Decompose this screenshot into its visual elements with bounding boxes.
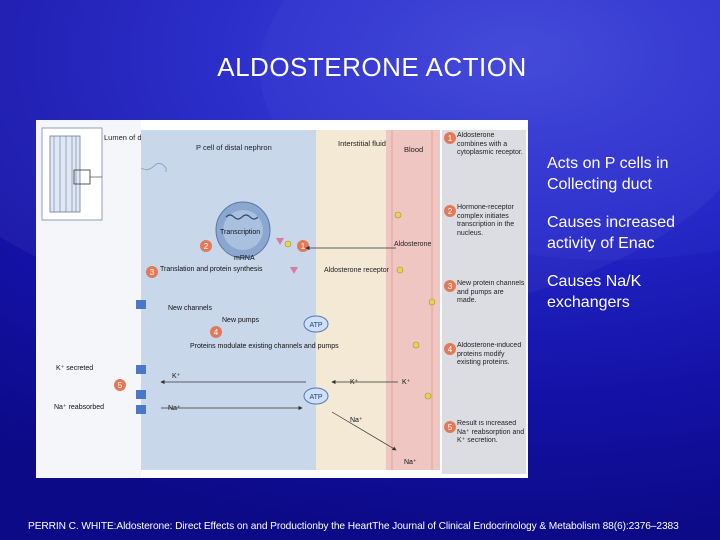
slide-title: ALDOSTERONE ACTION bbox=[217, 52, 527, 82]
step-text-box: New protein channels and pumps are made. bbox=[457, 280, 525, 304]
bullet-item: Causes Na/K exchangers bbox=[547, 273, 642, 311]
aldosterone-diagram: Lumen of distal tubule P cell of distal … bbox=[36, 120, 528, 478]
step-num: 3 bbox=[448, 282, 453, 291]
na-reabsorbed-label: Na⁺ reabsorbed bbox=[54, 404, 104, 411]
blood-label: Blood bbox=[404, 145, 423, 154]
interstitial-label: Interstitial fluid bbox=[338, 139, 386, 148]
step-num: 4 bbox=[448, 345, 453, 354]
bullet-item: Causes increased activity of Enac bbox=[547, 214, 676, 252]
receptor-icon bbox=[290, 267, 298, 274]
figure-step-num: 5 bbox=[118, 381, 123, 390]
step-text: Result is increased Na⁺ reabsorption and… bbox=[457, 420, 525, 444]
figure-step-num: 1 bbox=[301, 242, 306, 251]
receptor-icon bbox=[276, 238, 284, 245]
step-text-box: Aldosterone-induced proteins modify exis… bbox=[457, 342, 522, 366]
channel-icon bbox=[136, 405, 146, 414]
step-num: 1 bbox=[448, 134, 453, 143]
step-badge bbox=[444, 343, 456, 355]
aldosterone-molecule-icon bbox=[396, 266, 404, 274]
atp-bottom-label: ATP bbox=[309, 394, 322, 401]
figure-step-num: 3 bbox=[150, 268, 155, 277]
step-text: Aldosterone-induced proteins modify exis… bbox=[457, 342, 522, 366]
apical-channels bbox=[136, 300, 146, 414]
nucleus-inner bbox=[223, 210, 263, 250]
bullet-list: Acts on P cells in Collecting duct Cause… bbox=[547, 153, 717, 330]
atp-pump-icon bbox=[303, 387, 329, 405]
new-pumps-label: New pumps bbox=[222, 317, 259, 324]
aldosterone-receptor-label: Aldosterone receptor bbox=[324, 267, 390, 274]
atp-top-label: ATP bbox=[309, 322, 322, 329]
step-text-box: Result is increased Na⁺ reabsorption and… bbox=[457, 420, 525, 444]
figure-step-badge bbox=[146, 266, 158, 278]
step-text-box: Aldosterone combines with a cytoplasmic … bbox=[457, 132, 523, 156]
channel-icon bbox=[136, 390, 146, 399]
step-badge bbox=[444, 421, 456, 433]
step-badge bbox=[444, 132, 456, 144]
lumen-label-text: Lumen of distal tubule bbox=[104, 133, 177, 142]
transcription-label: Transcription bbox=[220, 229, 260, 236]
citation-footer: PERRIN C. WHITE:Aldosterone: Direct Effe… bbox=[28, 521, 679, 532]
step-list: 1 Aldosterone combines with a cytoplasmi… bbox=[444, 132, 525, 444]
na-interstitial-label: Na⁺ bbox=[350, 417, 363, 424]
figure-step-badge bbox=[200, 240, 212, 252]
k-blood-label: K⁺ bbox=[402, 379, 411, 386]
step-text: Aldosterone combines with a cytoplasmic … bbox=[457, 132, 523, 156]
k-interstitial-label: K⁺ bbox=[350, 379, 359, 386]
figure-step-num: 2 bbox=[204, 242, 209, 251]
step-num: 5 bbox=[448, 423, 453, 432]
aldosterone-label: Aldosterone bbox=[394, 241, 431, 248]
step-badge bbox=[444, 205, 456, 217]
channel-icon bbox=[136, 365, 146, 374]
na-cell-label: Na⁺ bbox=[168, 405, 181, 412]
mrna-label: mRNA bbox=[234, 255, 255, 262]
translation-label: Translation and protein synthesis bbox=[160, 266, 263, 273]
interstitial-region bbox=[316, 130, 386, 470]
figure-step-badge bbox=[114, 379, 126, 391]
aldosterone-molecule-icon bbox=[412, 341, 420, 349]
diagram-svg: Lumen of distal tubule P cell of distal … bbox=[36, 120, 526, 478]
atp-pump-icon bbox=[303, 315, 329, 333]
tubule-inset-icon bbox=[41, 127, 103, 221]
aldosterone-molecule-icon bbox=[394, 211, 402, 219]
figure-step-num: 4 bbox=[214, 328, 219, 337]
channel-icon bbox=[136, 300, 146, 309]
figure-step-badge bbox=[210, 326, 222, 338]
aldosterone-molecule-icon bbox=[424, 392, 432, 400]
translation-label-text: Translation and protein synthesis bbox=[160, 266, 263, 273]
new-channels-label: New channels bbox=[168, 305, 212, 312]
dna-strand-icon bbox=[225, 214, 259, 220]
step-badge bbox=[444, 280, 456, 292]
na-blood-label: Na⁺ bbox=[404, 459, 417, 466]
modulate-label: Proteins modulate existing channels and … bbox=[190, 343, 339, 350]
steps-panel bbox=[442, 130, 526, 474]
step-text: New protein channels and pumps are made. bbox=[457, 280, 525, 304]
k-secreted-label: K⁺ secreted bbox=[56, 365, 93, 372]
p-cell-label: P cell of distal nephron bbox=[196, 143, 272, 152]
bullet-item: Acts on P cells in Collecting duct bbox=[547, 155, 669, 193]
lumen-label: Lumen of distal tubule bbox=[104, 133, 177, 142]
step-text: Hormone-receptor complex initiates trans… bbox=[457, 204, 515, 237]
k-cell-label: K⁺ bbox=[172, 373, 181, 380]
aldosterone-molecule-icon bbox=[428, 298, 436, 306]
figure-step-badges: 2 1 3 4 5 bbox=[114, 240, 309, 391]
step-num: 2 bbox=[448, 207, 453, 216]
aldosterone-molecule-icon bbox=[284, 240, 292, 248]
p-cell-body bbox=[141, 130, 316, 470]
apical-membrane bbox=[140, 162, 167, 172]
step-text-box: Hormone-receptor complex initiates trans… bbox=[457, 204, 515, 237]
